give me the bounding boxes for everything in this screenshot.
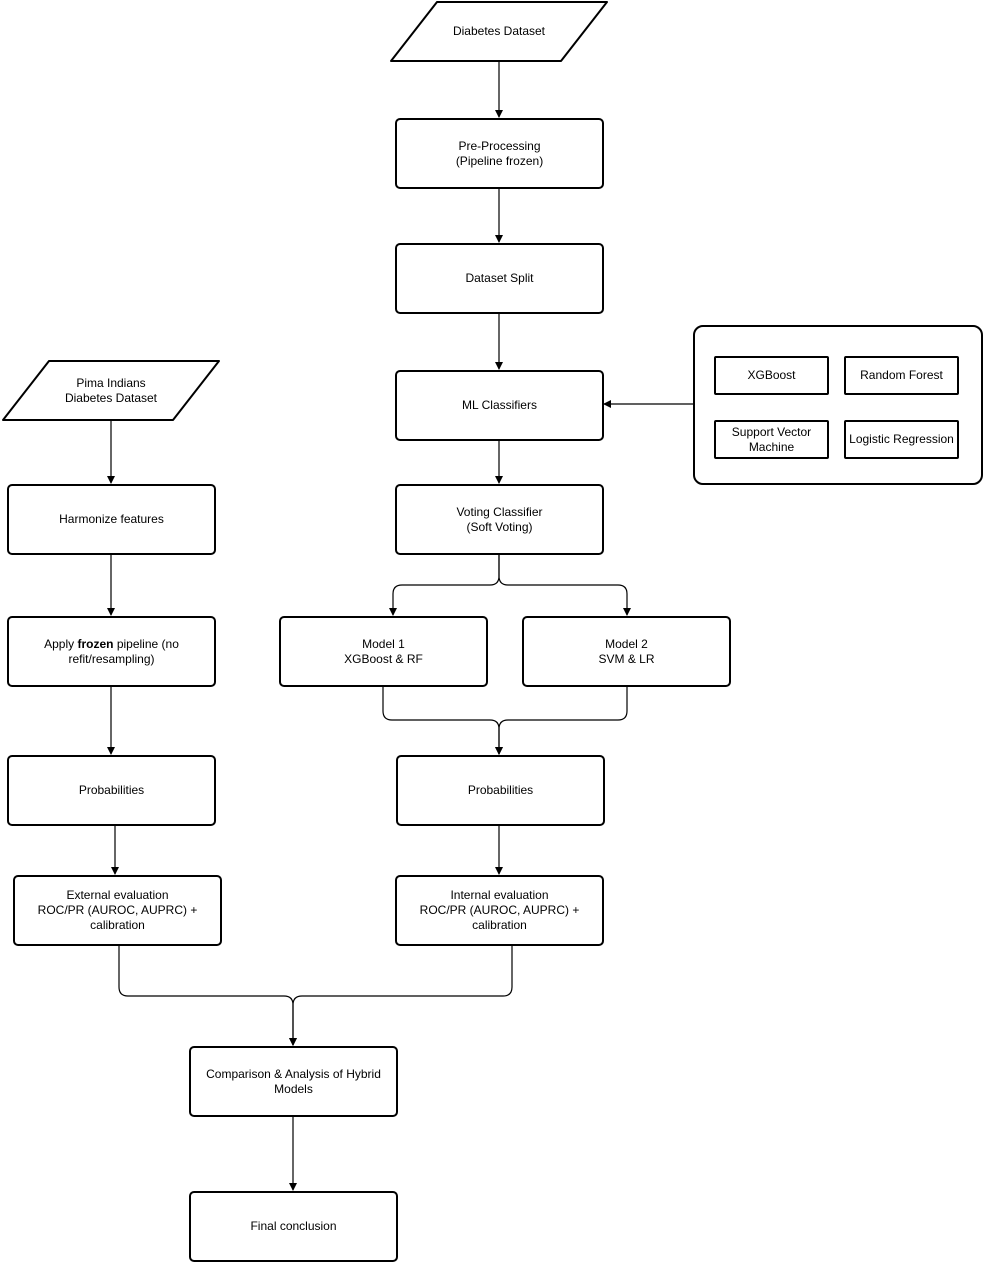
logistic-regression-chip: Logistic Regression [844, 420, 959, 459]
probabilities-external-node: Probabilities [7, 755, 216, 826]
voting-classifier-node: Voting Classifier (Soft Voting) [395, 484, 604, 555]
external-evaluation-node: External evaluation ROC/PR (AUROC, AUPRC… [13, 875, 222, 946]
model1-node: Model 1 XGBoost & RF [279, 616, 488, 687]
dataset-split-label: Dataset Split [465, 271, 534, 285]
comparison-label: Comparison & Analysis of Hybrid Models [206, 1066, 381, 1096]
ml-classifiers-node: ML Classifiers [395, 370, 604, 441]
comparison-node: Comparison & Analysis of Hybrid Models [189, 1046, 398, 1117]
preprocessing-label: Pre-Processing (Pipeline frozen) [455, 138, 544, 168]
apply-pipeline-bold: frozen [77, 636, 114, 651]
model2-node: Model 2 SVM & LR [522, 616, 731, 687]
apply-pipeline-node: Apply frozen pipeline (no refit/resampli… [7, 616, 216, 687]
edge-model1-probabilities [382, 687, 503, 755]
svm-chip: Support Vector Machine [714, 420, 829, 459]
probabilities-internal-node: Probabilities [396, 755, 605, 826]
dataset-split-node: Dataset Split [395, 243, 604, 314]
apply-pipeline-label: Apply frozen pipeline (no refit/resampli… [44, 637, 179, 667]
apply-pipeline-suffix: pipeline (no refit/resampling) [68, 636, 179, 666]
logistic-regression-label: Logistic Regression [849, 432, 954, 446]
probabilities-internal-label: Probabilities [467, 783, 534, 797]
harmonize-features-label: Harmonize features [59, 512, 164, 526]
pima-dataset-shape [2, 360, 220, 421]
svm-label: Support Vector Machine [731, 424, 812, 454]
pima-dataset-label: Pima Indians Diabetes Dataset [64, 375, 158, 405]
diabetes-dataset-shape [390, 1, 608, 62]
voting-classifier-label: Voting Classifier (Soft Voting) [456, 504, 543, 534]
xgboost-chip: XGBoost [714, 356, 829, 395]
internal-evaluation-label: Internal evaluation ROC/PR (AUROC, AUPRC… [419, 888, 580, 932]
model1-label: Model 1 XGBoost & RF [344, 636, 423, 666]
preprocessing-node: Pre-Processing (Pipeline frozen) [395, 118, 604, 189]
apply-pipeline-prefix: Apply [44, 636, 78, 651]
edge-voting-model2 [498, 555, 631, 616]
edge-internal-comparison [289, 946, 513, 1046]
model2-label: Model 2 SVM & LR [598, 636, 655, 666]
edge-model2-probabilities [495, 687, 628, 755]
diabetes-dataset-label: Diabetes Dataset [452, 24, 546, 38]
random-forest-chip: Random Forest [844, 356, 959, 395]
xgboost-label: XGBoost [747, 368, 796, 382]
classifier-group [693, 325, 983, 485]
final-conclusion-label: Final conclusion [250, 1219, 337, 1233]
harmonize-features-node: Harmonize features [7, 484, 216, 555]
final-conclusion-node: Final conclusion [189, 1191, 398, 1262]
probabilities-external-label: Probabilities [78, 783, 145, 797]
random-forest-label: Random Forest [860, 368, 943, 382]
edge-external-comparison [118, 946, 297, 1046]
external-evaluation-label: External evaluation ROC/PR (AUROC, AUPRC… [37, 888, 198, 932]
ml-classifiers-label: ML Classifiers [462, 398, 537, 412]
edge-voting-model1 [389, 555, 500, 616]
internal-evaluation-node: Internal evaluation ROC/PR (AUROC, AUPRC… [395, 875, 604, 946]
pima-dataset-node: Pima Indians Diabetes Dataset [3, 361, 219, 420]
diabetes-dataset-node: Diabetes Dataset [391, 2, 607, 61]
